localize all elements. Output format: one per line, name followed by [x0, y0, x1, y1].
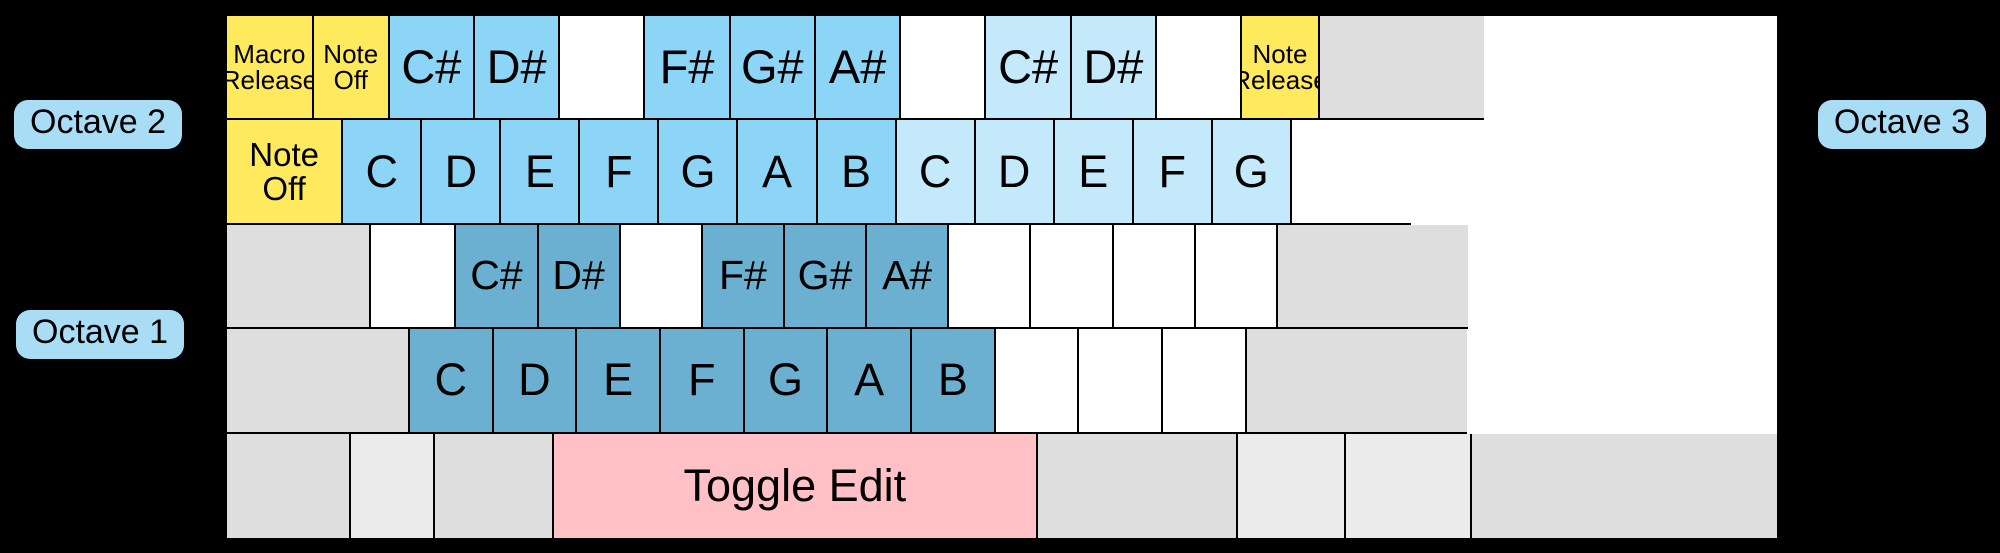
key-blank-11[interactable]	[1079, 329, 1164, 434]
key-spacebar-toggle-edit[interactable]: Toggle Edit	[554, 433, 1038, 538]
key-blank-1[interactable]	[560, 16, 646, 121]
key-a-oct1[interactable]: A	[828, 329, 913, 434]
key-f-oct3[interactable]: F	[1133, 120, 1213, 225]
octave-3-label: Octave 3	[1817, 100, 1986, 149]
key-blank-2[interactable]	[901, 16, 987, 121]
key-asharp-oct2[interactable]: A#	[815, 16, 902, 121]
key-e-oct1[interactable]: E	[577, 329, 661, 434]
key-rmeta[interactable]	[1237, 433, 1347, 538]
key-fsharp-oct2[interactable]: F#	[645, 16, 731, 121]
key-g-oct2[interactable]: G	[659, 120, 739, 225]
key-dsharp-oct3[interactable]: D#	[1071, 16, 1157, 121]
key-blank-7[interactable]	[1031, 224, 1114, 330]
key-gsharp-oct1[interactable]: G#	[784, 224, 868, 330]
key-csharp-oct1[interactable]: C#	[456, 224, 539, 330]
key-d-oct3[interactable]: D	[975, 120, 1055, 225]
key-d-oct1[interactable]: D	[493, 329, 578, 434]
key-backspace[interactable]	[1319, 16, 1485, 121]
key-lctrl[interactable]	[227, 433, 351, 538]
key-f-oct2[interactable]: F	[580, 120, 660, 225]
keyboard-row-home-row: C#D# F#G#A#	[227, 224, 1777, 330]
key-c-oct1[interactable]: C	[409, 329, 494, 434]
key-c-oct3[interactable]: C	[896, 120, 976, 225]
key-csharp-oct3[interactable]: C#	[986, 16, 1072, 121]
key-blank-8[interactable]	[1113, 224, 1196, 330]
key-lmeta[interactable]	[351, 433, 435, 538]
key-capslock[interactable]	[227, 224, 372, 330]
keyboard-row-number-row: MacroReleaseNoteOffC#D#F#G#A#C#D#NoteRel…	[227, 16, 1777, 121]
key-e-oct2[interactable]: E	[501, 120, 581, 225]
octave-2-label: Octave 2	[14, 100, 183, 149]
key-fsharp-oct1[interactable]: F#	[702, 224, 785, 330]
keyboard-grid: MacroReleaseNoteOffC#D#F#G#A#C#D#NoteRel…	[224, 13, 1780, 541]
key-f-oct1[interactable]: F	[660, 329, 745, 434]
key-blank-6[interactable]	[949, 224, 1032, 330]
octave-1-label: Octave 1	[16, 310, 185, 359]
key-c-oct2[interactable]: C	[343, 120, 423, 225]
key-enter[interactable]	[1277, 224, 1469, 330]
key-blank-9[interactable]	[1195, 224, 1278, 330]
keyboard-row-modifier-row: Toggle Edit	[227, 433, 1777, 538]
key-csharp-oct2[interactable]: C#	[389, 16, 475, 121]
key-blank-4[interactable]	[371, 224, 457, 330]
key-a-oct2[interactable]: A	[738, 120, 818, 225]
key-lshift[interactable]	[227, 329, 410, 434]
key-note-release[interactable]: NoteRelease	[1242, 16, 1320, 121]
key-blank-10[interactable]	[995, 329, 1080, 434]
key-g-oct3[interactable]: G	[1212, 120, 1292, 225]
key-d-oct2[interactable]: D	[422, 120, 502, 225]
key-blank-12[interactable]	[1163, 329, 1247, 434]
key-b-oct2[interactable]: B	[817, 120, 897, 225]
key-gsharp-oct2[interactable]: G#	[730, 16, 816, 121]
key-enter-upper[interactable]	[1291, 120, 1412, 225]
key-b-oct1[interactable]: B	[912, 329, 996, 434]
key-rctrl[interactable]	[1471, 433, 1777, 538]
key-dsharp-oct1[interactable]: D#	[538, 224, 621, 330]
key-e-oct3[interactable]: E	[1054, 120, 1134, 225]
key-ralt[interactable]	[1037, 433, 1238, 538]
key-lalt[interactable]	[434, 433, 555, 538]
key-rshift[interactable]	[1246, 329, 1467, 434]
key-menu[interactable]	[1346, 433, 1472, 538]
key-blank-3[interactable]	[1156, 16, 1243, 121]
key-asharp-oct1[interactable]: A#	[867, 224, 950, 330]
key-blank-5[interactable]	[620, 224, 703, 330]
key-g-oct1[interactable]: G	[744, 329, 829, 434]
key-dsharp-oct2[interactable]: D#	[474, 16, 561, 121]
